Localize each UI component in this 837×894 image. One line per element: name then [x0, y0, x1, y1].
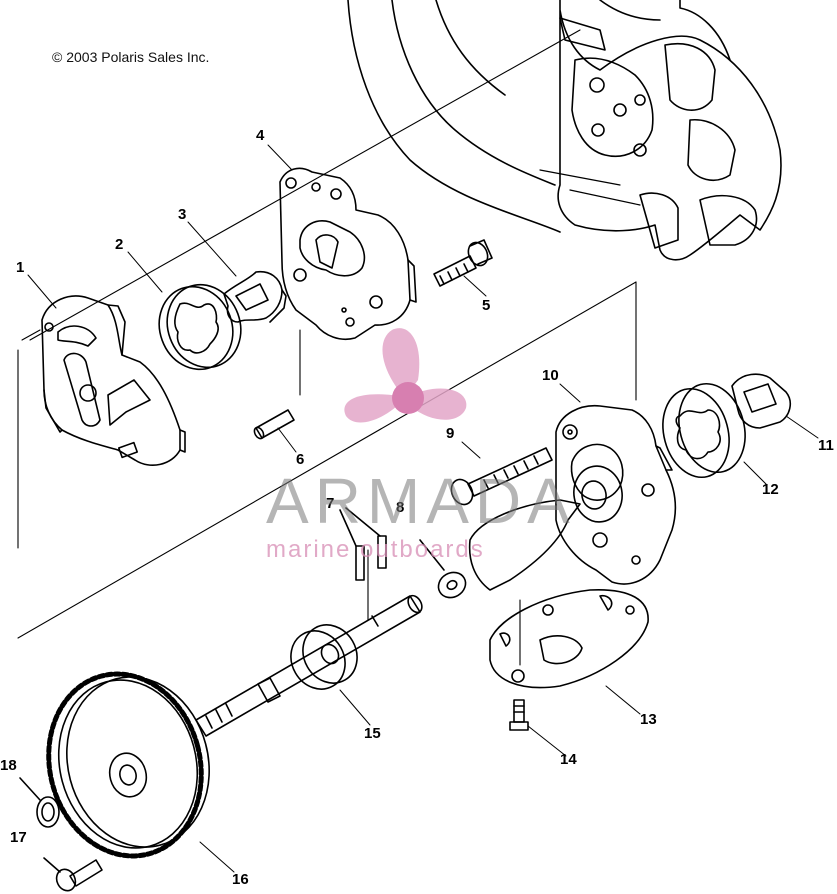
callout-15: 15 — [364, 725, 381, 742]
callout-2: 2 — [115, 236, 124, 253]
copyright-notice: © 2003 Polaris Sales Inc. — [52, 49, 210, 65]
callout-8: 8 — [396, 499, 405, 516]
watermark-propeller-logo — [344, 328, 467, 423]
callout-16: 16 — [232, 871, 249, 888]
engine-case — [347, 0, 782, 261]
callout-4: 4 — [256, 127, 265, 144]
part-11-inner-rotor — [731, 373, 792, 429]
callout-18: 18 — [0, 757, 17, 774]
callout-17: 17 — [10, 829, 27, 846]
callout-14: 14 — [560, 751, 577, 768]
part-17-bolt — [43, 857, 103, 892]
part-10-pump-housing — [555, 405, 677, 585]
leader-lines — [17, 29, 637, 666]
callout-leaders — [27, 144, 819, 873]
watermark-brand-name: ARMADA — [266, 465, 576, 537]
callout-13: 13 — [640, 711, 657, 728]
watermark-tagline: marine outboards — [266, 536, 485, 563]
callout-7: 7 — [326, 495, 335, 512]
callout-9: 9 — [446, 425, 455, 442]
callout-12: 12 — [762, 481, 779, 498]
callout-6: 6 — [296, 451, 305, 468]
part-15-pump-shaft — [195, 594, 423, 737]
part-14-screw — [509, 699, 529, 731]
part-3-inner-rotor — [223, 270, 287, 323]
part-2-outer-rotor — [158, 283, 242, 371]
part-7-pins — [339, 507, 387, 581]
part-5-screw — [433, 239, 493, 287]
callout-11: 11 — [818, 437, 834, 454]
callout-10: 10 — [542, 367, 559, 384]
part-4-pump-cover — [279, 167, 417, 341]
part-8-washer — [419, 539, 467, 599]
part-16-drive-gear — [46, 671, 210, 859]
callout-3: 3 — [178, 206, 187, 223]
part-6-dowel-pin — [253, 409, 295, 440]
part-9-bolt — [450, 447, 553, 506]
part-18-washer — [19, 777, 60, 828]
callout-5: 5 — [482, 297, 491, 314]
part-13-cover-gasket — [468, 499, 649, 689]
part-1-pump-body — [41, 295, 186, 466]
callout-1: 1 — [16, 259, 25, 276]
part-12-outer-rotor — [662, 382, 746, 479]
